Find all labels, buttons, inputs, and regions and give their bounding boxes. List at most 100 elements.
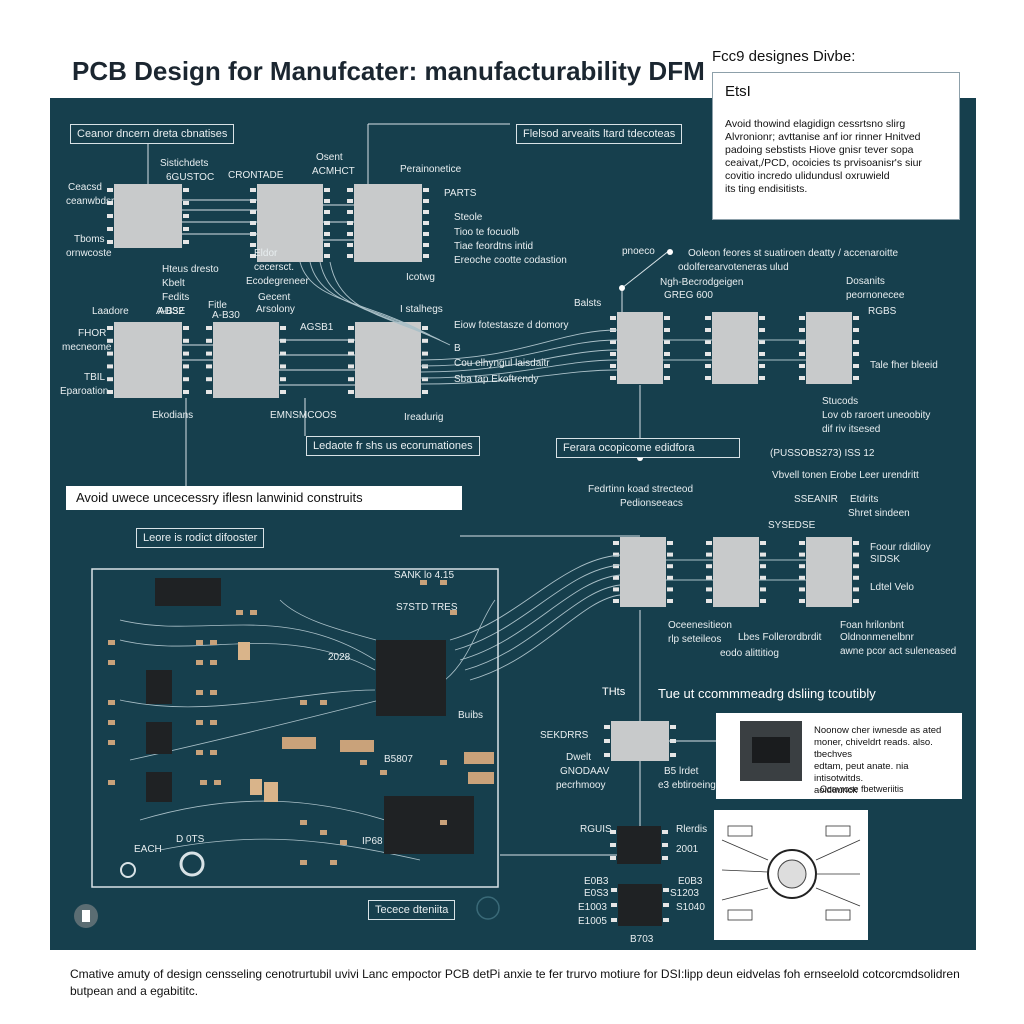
callout-mid-box: Ledaote fr shs us ecorumationes (306, 436, 480, 456)
chip-pin (280, 364, 286, 369)
chip-pin (799, 376, 805, 380)
chip-pin (348, 364, 354, 369)
schematic-label-l7: CRONTADE (228, 170, 284, 181)
chip-pin (324, 188, 330, 192)
schematic-label-l38: Cou elhyngul laisdaitr (454, 358, 550, 369)
chip-pin (705, 328, 711, 332)
chip-pin (664, 376, 670, 380)
schematic-label-r14: (PUSSOBS273) ISS 12 (770, 448, 875, 459)
chip-pin (250, 221, 256, 225)
chip-b3 (355, 322, 421, 398)
schematic-label-pcb3: 2028 (328, 652, 351, 663)
info-box: EtsI Avoid thowind elagidign cessrtsno s… (712, 72, 960, 220)
schematic-label-pcb7: EACH (134, 844, 162, 855)
chip-pin (664, 364, 670, 368)
chip-pin (706, 541, 712, 545)
pcb-pad (196, 660, 203, 665)
schematic-label-l22: Ecodegreneer (246, 276, 309, 287)
chip-pin (107, 227, 113, 231)
chip-pin (206, 351, 212, 356)
chip-pin (853, 541, 859, 545)
page-title: PCB Design for Manufcater: manufacturabi… (72, 56, 705, 86)
chip-pin (799, 541, 805, 545)
schematic-label-l20: Eldor (254, 248, 278, 259)
schematic-label-l41: EMNSMCOOS (270, 410, 337, 421)
chip-pin (422, 377, 428, 382)
schematic-label-r13: dif riv itsesed (822, 424, 880, 435)
schematic-label-b16: S1040 (676, 902, 705, 913)
chip-pin (423, 221, 429, 225)
chip-pin (799, 364, 805, 368)
chip-pin (667, 541, 673, 545)
chip-pin (610, 843, 616, 847)
schematic-label-b10: E0B3 (584, 876, 609, 887)
chip-pin (206, 377, 212, 382)
callout-bottom-tag: Tecece dteniita (368, 900, 456, 920)
pcb-pad (210, 640, 217, 645)
schematic-label-l16: Hteus dresto (162, 264, 219, 275)
schematic-label-b9: 2001 (676, 844, 699, 855)
chip-pin (107, 364, 113, 369)
chip-pin (853, 352, 859, 356)
schematic-label-l1: Ceacsd (68, 182, 102, 193)
schematic-label-r24: Ldtel Velo (870, 582, 914, 593)
schematic-label-l5: Sistichdets (160, 158, 208, 169)
schematic-label-l21: cecersct. (254, 262, 294, 273)
info-box-body: Avoid thowind elagidign cessrtsno slirg … (725, 118, 947, 196)
chip-pin (250, 199, 256, 203)
pcb-pad (320, 830, 327, 835)
chip-pin (280, 390, 286, 394)
chip-pin (664, 316, 670, 320)
chip-pin (183, 240, 189, 244)
chip-pin (423, 210, 429, 214)
pcb-pad (440, 820, 447, 825)
chip-pin (348, 338, 354, 343)
schematic-label-l36: Eiow fotestasze d domory (454, 320, 569, 331)
chip-pin (759, 316, 765, 320)
chip-pin (423, 254, 429, 258)
schematic-label-r26: Foan hrilonbnt (840, 620, 904, 631)
chip-pin (760, 587, 766, 592)
chip-pin (760, 575, 766, 580)
chip-pin (250, 210, 256, 214)
schematic-label-l18: Fedits (162, 292, 189, 303)
chip-pin (324, 210, 330, 214)
schematic-label-r18: SSEANIR (794, 494, 838, 505)
chip-pin (706, 552, 712, 557)
chip-pin (706, 599, 712, 603)
chip-pin (347, 232, 353, 236)
schematic-label-r31: rlp seteileos (668, 634, 721, 645)
chip-pin (759, 364, 765, 368)
chip-pin (705, 352, 711, 356)
chip-pin (107, 214, 113, 218)
schematic-label-r19: Etdrits (850, 494, 878, 505)
chip-pin (610, 376, 616, 380)
schematic-label-l29: A-B32 (156, 306, 184, 317)
chip-pin (667, 599, 673, 603)
chip-pin (604, 739, 610, 743)
chip-pin (853, 599, 859, 603)
chip-pin (706, 564, 712, 569)
schematic-label-l17: Kbelt (162, 278, 185, 289)
detail-schematic (721, 825, 861, 921)
pcb-pad (380, 770, 387, 775)
pcb-pad (196, 690, 203, 695)
chip-pin (280, 377, 286, 382)
schematic-label-r5: GREG 600 (664, 290, 713, 301)
pcb-pad (108, 740, 115, 745)
chip-pin (107, 338, 113, 343)
chip-pin (250, 188, 256, 192)
chip-pin (183, 227, 189, 231)
chip-pin (604, 725, 610, 729)
chip-pin (799, 340, 805, 344)
schematic-label-l27: TBIL (84, 372, 106, 383)
schematic-label-l13: Tioo te focuolb (454, 227, 520, 238)
schematic-label-r15: Vbvell tonen Erobe Leer urendritt (772, 470, 919, 481)
side-title: Fcc9 designes Divbe: (712, 48, 856, 65)
chip-pin (206, 364, 212, 369)
chip-pin (423, 243, 429, 247)
page-caption: Cmative amuty of design censseling cenot… (70, 967, 960, 998)
chip-pin (183, 214, 189, 218)
schematic-label-r23: SIDSK (870, 554, 900, 565)
schematic-label-l34: AGSB1 (300, 322, 334, 333)
